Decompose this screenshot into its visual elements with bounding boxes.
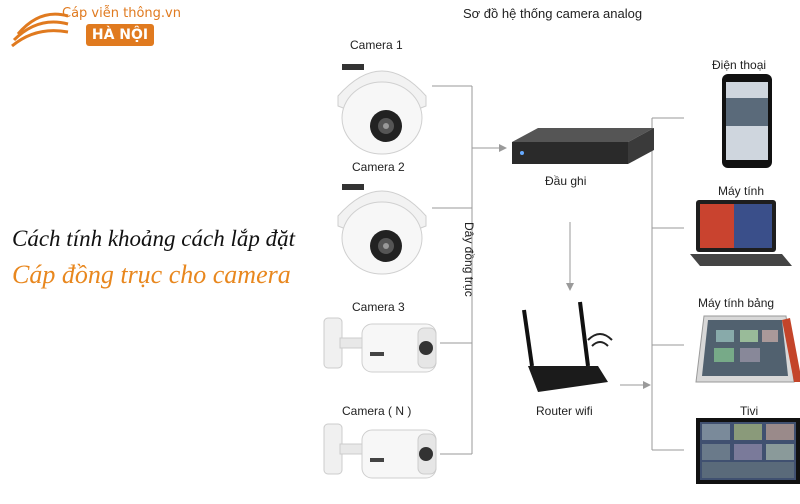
camera-3-label: Camera 3 (352, 300, 405, 314)
bullet-camera-icon (323, 317, 437, 373)
logo-domain-suffix: .vn (160, 6, 181, 21)
device-phone-label: Điện thoại (712, 58, 767, 72)
device-laptop-label: Máy tính (718, 184, 765, 198)
tablet-icon (695, 315, 800, 383)
dome-camera-icon (337, 64, 427, 155)
laptop-icon (690, 200, 792, 266)
camera-n-label: Camera ( N ) (342, 404, 412, 418)
dome-camera-icon (337, 184, 427, 275)
device-tablet-label: Máy tính bảng (698, 296, 775, 310)
tv-icon (696, 418, 800, 484)
headline-line-2: Cáp đồng trục cho camera (12, 260, 291, 289)
coax-cable-label: Dây đồng trục (462, 222, 476, 297)
headline-line-1: Cách tính khoảng cách lắp đặt (12, 226, 295, 251)
logo-brand-name: Cáp viễn thông (62, 6, 161, 21)
wifi-router-icon (522, 301, 613, 392)
camera-2-label: Camera 2 (352, 160, 405, 174)
logo-badge: HÀ NỘI (86, 24, 154, 46)
router-label: Router wifi (536, 404, 593, 418)
diagram-title: Sơ đồ hệ thống camera analog (463, 6, 643, 21)
logo-brand-text: Cáp viễn thông.vn (62, 6, 181, 21)
dvr-recorder-icon (512, 128, 654, 164)
recorder-label: Đầu ghi (545, 174, 587, 188)
logo-swoosh-icon (11, 12, 69, 48)
brand-logo (10, 4, 160, 50)
bullet-camera-icon (323, 423, 437, 479)
device-tv-label: Tivi (740, 404, 759, 418)
camera-1-label: Camera 1 (350, 38, 403, 52)
smartphone-icon (722, 74, 772, 168)
